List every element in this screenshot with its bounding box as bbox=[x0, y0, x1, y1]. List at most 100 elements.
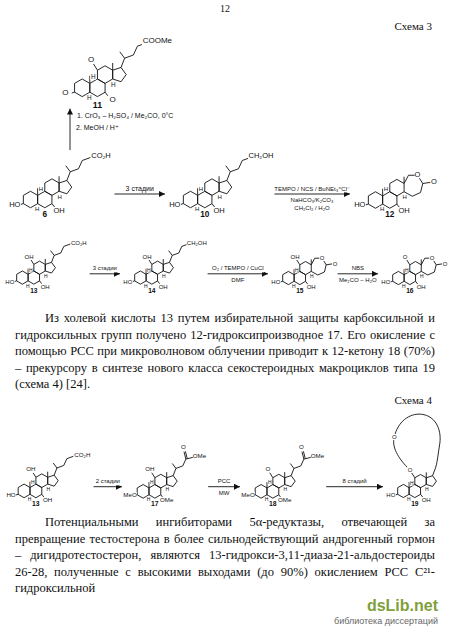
compound-number: 13 bbox=[32, 501, 41, 508]
hydrogen-label: H bbox=[419, 274, 424, 279]
bond-line bbox=[21, 203, 24, 205]
bond-line bbox=[105, 92, 108, 96]
bond-line bbox=[185, 451, 187, 458]
bond-line bbox=[163, 259, 164, 264]
bond-line bbox=[426, 476, 436, 487]
hydrogen-label: H bbox=[161, 274, 166, 279]
bond-line bbox=[173, 457, 193, 475]
atom-label: O bbox=[392, 434, 398, 440]
compound-number: 14 bbox=[148, 287, 156, 294]
bond-line bbox=[33, 472, 36, 477]
bond-line bbox=[423, 182, 431, 183]
watermark: dsLib.net bbox=[367, 597, 438, 615]
hydrogen-label: H bbox=[264, 497, 269, 502]
hydrogen-label: H bbox=[402, 194, 407, 200]
reaction-condition: 2 стадии bbox=[95, 479, 121, 486]
scheme-title: Схема 3 bbox=[395, 20, 432, 32]
compound-number: 19 bbox=[411, 500, 419, 507]
bond-line bbox=[172, 463, 176, 468]
bond-line bbox=[67, 158, 91, 181]
reagent-text: Me₂CO – H₂O bbox=[339, 277, 377, 284]
bond-line bbox=[226, 166, 231, 172]
hydrogen-label: H bbox=[38, 186, 43, 192]
compound-structure: 13HOOHOHHHHCO₂H bbox=[3, 450, 94, 507]
atom-label: CH₂OH bbox=[186, 240, 207, 246]
bond-line bbox=[181, 203, 184, 205]
hydrogen-label: H bbox=[146, 497, 151, 502]
bond-line bbox=[297, 260, 300, 265]
bond-line bbox=[163, 263, 173, 274]
hydrogen-label: H bbox=[111, 82, 117, 88]
atom-label: OH bbox=[26, 466, 36, 472]
reaction-arrow bbox=[208, 273, 268, 274]
compound-number: 18 bbox=[269, 501, 278, 508]
bond-line bbox=[433, 469, 436, 476]
bond-line bbox=[390, 179, 404, 196]
atom-label: HO bbox=[5, 279, 15, 285]
compound-structure: 6HOOHHHHCO₂H bbox=[5, 150, 115, 219]
bond-line bbox=[152, 261, 163, 274]
bond-line bbox=[34, 261, 45, 274]
hydrogen-label: H bbox=[217, 194, 222, 200]
bond-line bbox=[284, 472, 285, 478]
hydrogen-label: H bbox=[91, 73, 97, 79]
compound-number: 15 bbox=[296, 287, 304, 294]
bond-line bbox=[45, 263, 55, 274]
compound-number: 17 bbox=[151, 501, 160, 508]
atom-label: OH bbox=[145, 466, 155, 472]
reagent-text: 2. MeOH / H⁺ bbox=[76, 124, 119, 132]
atom-label: HO bbox=[381, 279, 391, 285]
atom-label: HO bbox=[123, 279, 133, 285]
hydrogen-label: H bbox=[401, 283, 406, 288]
reaction-arrow bbox=[338, 273, 378, 274]
bond-line bbox=[120, 52, 125, 58]
reaction-condition: TEMPO / NCS / BuNEt₃⁺Cl⁻ bbox=[273, 186, 351, 193]
atom-label: OMe bbox=[159, 497, 173, 503]
hydrogen-label: H bbox=[43, 274, 48, 279]
bond-line bbox=[303, 451, 305, 458]
bond-line bbox=[366, 203, 369, 205]
bond-line bbox=[133, 281, 135, 283]
compound-structure: 19HOOHOOHHH bbox=[383, 410, 445, 507]
bond-line bbox=[166, 472, 167, 478]
reaction-arrow bbox=[90, 273, 120, 274]
bond-line bbox=[31, 260, 34, 265]
atom-label: O bbox=[62, 89, 69, 97]
bond-line bbox=[426, 472, 427, 477]
compound-number: 13 bbox=[30, 287, 38, 294]
bond-line bbox=[270, 472, 273, 477]
compound-structure: 12HOOHHHHOO bbox=[350, 170, 437, 220]
atom-label: O bbox=[180, 444, 186, 450]
atom-label: O bbox=[332, 261, 338, 267]
bond-line bbox=[45, 179, 59, 196]
bond-line bbox=[112, 63, 113, 70]
reaction-condition: NBS bbox=[351, 266, 365, 273]
bond-line bbox=[52, 244, 71, 262]
atom-label: O bbox=[319, 255, 325, 261]
bond-line bbox=[169, 251, 173, 256]
reaction-condition: 8 стадий bbox=[341, 479, 367, 486]
bond-line bbox=[51, 251, 55, 256]
atom-label: O bbox=[402, 254, 408, 260]
reaction-arrow bbox=[326, 486, 383, 487]
atom-label: O bbox=[407, 467, 413, 473]
hydrogen-label: H bbox=[30, 480, 35, 485]
bond-line bbox=[93, 64, 97, 70]
hydrogen-label: H bbox=[283, 487, 288, 492]
atom-label: CO₂H bbox=[74, 452, 91, 458]
atom-label: OMe bbox=[277, 497, 291, 503]
bond-line bbox=[219, 180, 232, 193]
atom-label: OH bbox=[24, 254, 34, 260]
hydrogen-label: H bbox=[87, 95, 93, 101]
atom-label: OH bbox=[40, 284, 50, 290]
compound-number: 11 bbox=[92, 100, 102, 109]
bond-line bbox=[285, 475, 295, 486]
hydrogen-label: H bbox=[267, 480, 272, 485]
bond-line bbox=[59, 176, 60, 183]
reaction-arrow bbox=[115, 194, 166, 195]
atom-label: HO bbox=[354, 201, 366, 209]
bond-line bbox=[412, 473, 415, 478]
reagent-text: MW bbox=[219, 490, 230, 497]
bond-line bbox=[48, 475, 58, 486]
hydrogen-label: H bbox=[406, 496, 411, 501]
